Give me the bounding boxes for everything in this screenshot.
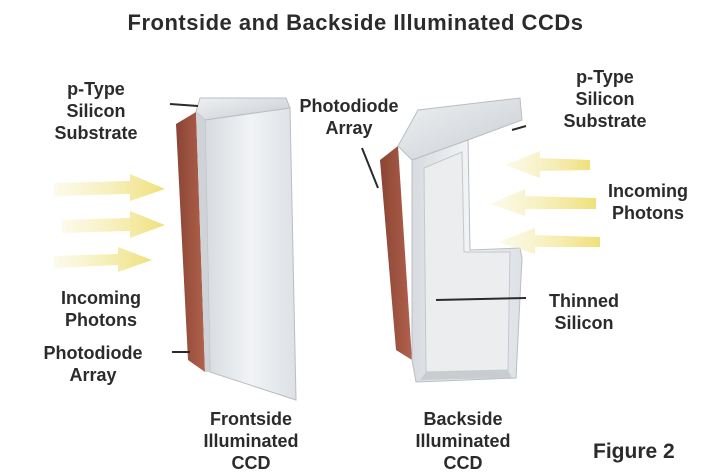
- label-line: Photodiode: [284, 95, 414, 117]
- photon-arrow: [62, 211, 165, 238]
- label-line: CCD: [186, 452, 316, 474]
- right-thinned-label: Thinned Silicon: [524, 290, 644, 334]
- label-line: Photons: [36, 309, 166, 331]
- left-photons-label: Incoming Photons: [36, 287, 166, 331]
- leader-center-photodiode: [362, 148, 378, 188]
- left-substrate-label: p-Type Silicon Substrate: [36, 78, 156, 144]
- label-line: Substrate: [36, 122, 156, 144]
- left-photodiode-label: Photodiode Array: [18, 342, 168, 386]
- label-line: Substrate: [530, 110, 680, 132]
- label-line: p-Type: [530, 66, 680, 88]
- right-substrate-label: p-Type Silicon Substrate: [530, 66, 680, 132]
- label-line: Photodiode: [18, 342, 168, 364]
- left-photon-arrows: [54, 174, 165, 272]
- label-line: Silicon: [36, 100, 156, 122]
- label-line: CCD: [398, 452, 528, 474]
- label-line: Array: [18, 364, 168, 386]
- label-line: Silicon: [530, 88, 680, 110]
- label-line: Illuminated: [398, 430, 528, 452]
- photon-arrow: [54, 174, 165, 201]
- label-line: Frontside: [186, 408, 316, 430]
- left-caption: Frontside Illuminated CCD: [186, 408, 316, 474]
- photon-arrow: [54, 247, 152, 272]
- label-line: Illuminated: [186, 430, 316, 452]
- backside-ccd: [380, 98, 522, 382]
- label-line: Backside: [398, 408, 528, 430]
- right-photon-arrows: [490, 151, 600, 254]
- photon-arrow: [505, 151, 590, 178]
- label-line: Incoming: [588, 180, 708, 202]
- label-line: p-Type: [36, 78, 156, 100]
- photon-arrow: [490, 189, 596, 216]
- label-line: Thinned: [524, 290, 644, 312]
- label-line: Photons: [588, 202, 708, 224]
- frontside-ccd: [176, 98, 296, 400]
- label-line: Array: [284, 117, 414, 139]
- leader-left-substrate: [170, 104, 198, 106]
- figure-label: Figure 2: [593, 440, 675, 464]
- left-substrate-body: [205, 108, 296, 400]
- right-photodiode-layer: [380, 146, 412, 360]
- label-line: Silicon: [524, 312, 644, 334]
- center-photodiode-label: Photodiode Array: [284, 95, 414, 139]
- leader-right-substrate: [512, 126, 526, 130]
- right-photons-label: Incoming Photons: [588, 180, 708, 224]
- label-line: Incoming: [36, 287, 166, 309]
- right-caption: Backside Illuminated CCD: [398, 408, 528, 474]
